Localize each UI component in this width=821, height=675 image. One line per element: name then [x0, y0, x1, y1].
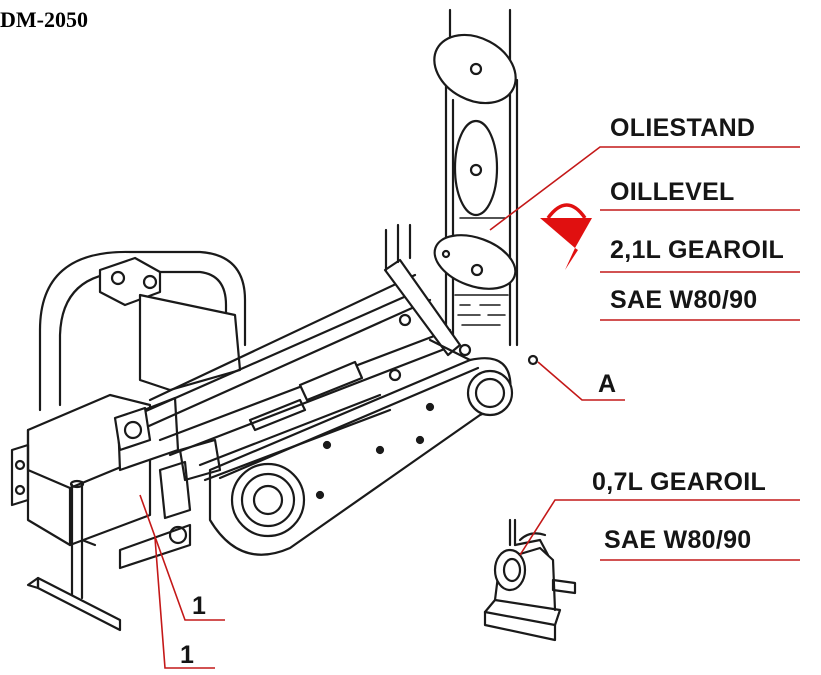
leader-point-a: [537, 361, 625, 401]
leader-1-upper: [139, 494, 225, 621]
model-label: DM-2050: [0, 7, 88, 32]
oil-can-icon: [540, 203, 592, 270]
label-callout-1-lower: 1: [180, 641, 195, 669]
label-point-a: A: [598, 370, 617, 398]
label-gearoil-small: 0,7L GEAROIL: [592, 468, 767, 496]
parking-stand: [26, 479, 122, 632]
linkage-rods: [128, 223, 472, 482]
label-gearoil-main: 2,1L GEAROIL: [610, 236, 785, 264]
small-gearbox: [483, 518, 577, 642]
leader-1-lower: [154, 537, 215, 669]
swing-arm: [208, 357, 514, 556]
front-hub: [113, 406, 222, 545]
label-oil-level-en: OILLEVEL: [610, 178, 735, 206]
lower-disc: [433, 234, 517, 290]
label-sae-main: SAE W80/90: [610, 286, 758, 314]
label-oil-level-nl: OLIESTAND: [610, 114, 756, 142]
label-sae-small: SAE W80/90: [604, 526, 752, 554]
leader-gearoil-small: [519, 499, 800, 556]
middle-disc: [453, 119, 499, 217]
upper-disc: [433, 33, 517, 105]
vertical-drive-column: [433, 8, 519, 347]
leader-oil-level: [489, 146, 800, 231]
point-a-bolt: [527, 354, 539, 366]
label-callout-1-upper: 1: [192, 592, 207, 620]
leader-lines: [139, 146, 800, 669]
